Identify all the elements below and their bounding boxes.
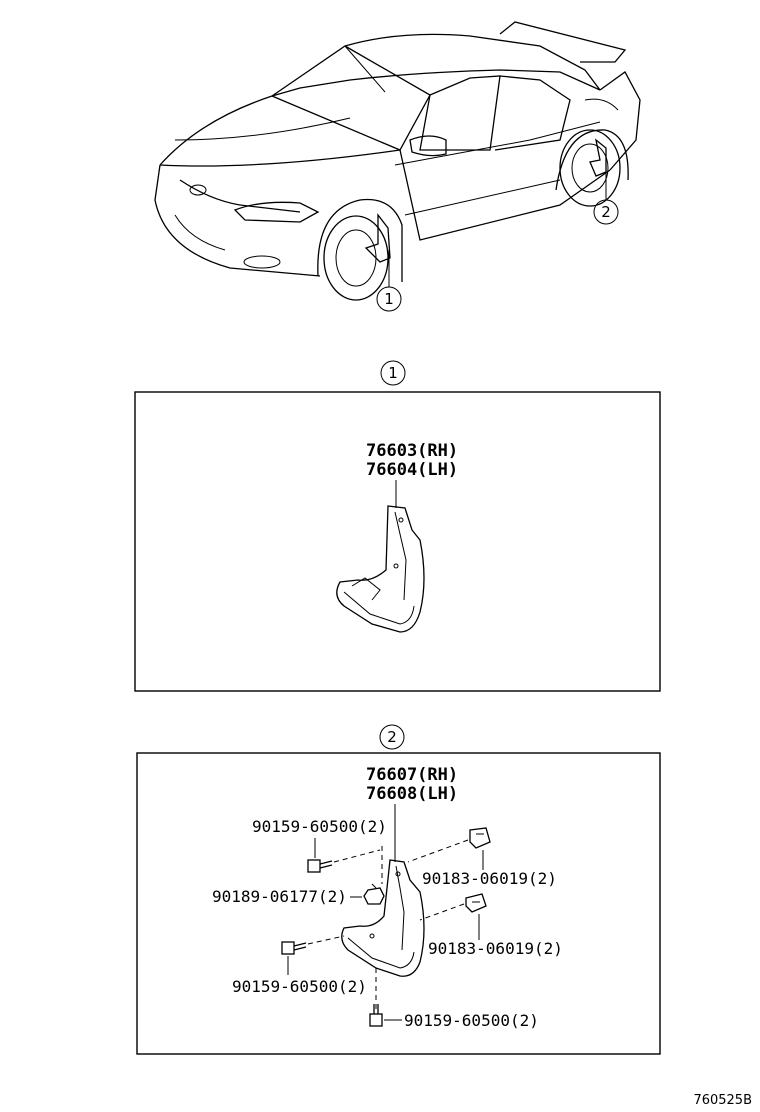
screw-top-icon xyxy=(307,859,333,873)
section-1-frame xyxy=(134,391,661,692)
section-2-index: 2 xyxy=(387,728,397,746)
nut-upper-label: 90183-06019(2) xyxy=(422,869,557,888)
car-callout-2: 2 xyxy=(593,166,619,225)
section-1-index: 1 xyxy=(388,364,398,382)
screw-top-label: 90159-60500(2) xyxy=(252,817,387,836)
clip-icon xyxy=(363,883,385,905)
rear-mud-guard xyxy=(341,859,425,977)
screw-bottom-label: 90159-60500(2) xyxy=(404,1011,539,1030)
car-callout-1: 1 xyxy=(376,250,402,312)
nut-lower-label: 90183-06019(2) xyxy=(428,939,563,958)
section-2-part-lh: 76608(LH) xyxy=(366,784,458,804)
car-callout-2-label: 2 xyxy=(601,203,611,221)
car-callout-1-label: 1 xyxy=(384,290,394,308)
screw-bottom-icon xyxy=(369,1004,383,1027)
section-1-part-lh: 76604(LH) xyxy=(366,460,458,480)
screw-left-icon xyxy=(281,941,307,955)
nut-upper-icon xyxy=(469,827,491,849)
screw-left-label: 90159-60500(2) xyxy=(232,977,367,996)
section-1: 1 76603(RH) 76604(LH) xyxy=(134,360,661,692)
section-2-part-rh: 76607(RH) xyxy=(366,765,458,785)
reference-code: 760525B xyxy=(693,1093,752,1108)
nut-lower-icon xyxy=(465,893,487,913)
front-mud-guard xyxy=(336,505,425,633)
clip-label: 90189-06177(2) xyxy=(212,887,347,906)
section-2: 2 76607(RH) 76608(LH) 90159-60500(2) 901… xyxy=(136,724,661,1055)
section-1-part-rh: 76603(RH) xyxy=(366,441,458,461)
section-2-frame xyxy=(136,752,661,1055)
car-illustration xyxy=(154,21,641,301)
